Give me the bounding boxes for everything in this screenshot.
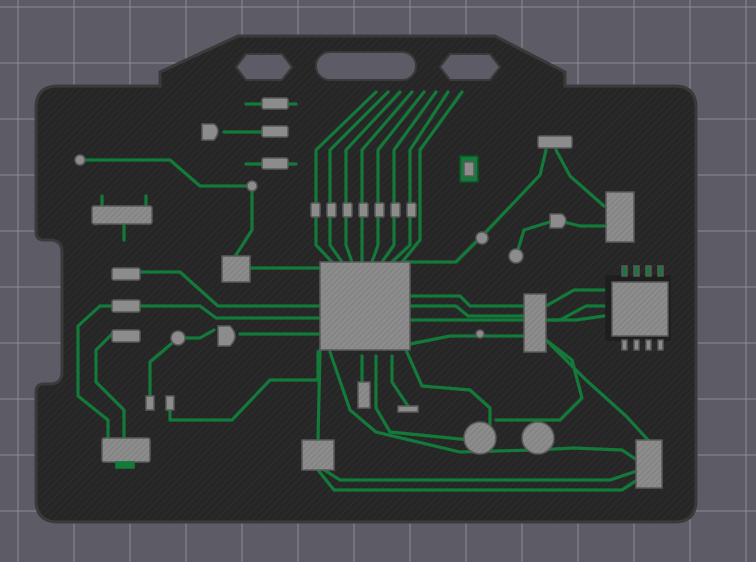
tall-pad-right	[605, 191, 635, 243]
resistor-row	[310, 202, 417, 218]
resistor-pad	[358, 202, 369, 218]
big-pad-2	[521, 421, 555, 455]
via-left-ring	[170, 330, 186, 346]
trace-bottom-6	[328, 350, 642, 464]
resistor-pad	[374, 202, 385, 218]
trace-bottom-5	[316, 348, 322, 442]
trace-left-loop	[76, 304, 128, 448]
bottom-right-pad	[635, 439, 663, 489]
traces-layer	[76, 90, 650, 492]
chip-pin-bottom	[621, 339, 628, 351]
main-ic-chip	[319, 261, 411, 351]
trace-top-right	[554, 148, 606, 208]
resistor-pad	[342, 202, 353, 218]
square-pad-bottom	[301, 439, 335, 471]
top-pad-3	[261, 157, 289, 170]
trace-right-1	[408, 294, 532, 308]
top-right-pad	[537, 135, 573, 149]
resistor-pad	[310, 202, 321, 218]
chip-pin-bottom	[645, 339, 652, 351]
trace-circle	[514, 218, 558, 258]
via-top-left	[74, 154, 86, 166]
trace-right-5	[544, 288, 606, 308]
chip-pin-top	[633, 265, 640, 277]
trace-right-2	[408, 304, 532, 318]
switch-bottom-left-leg	[115, 461, 135, 469]
small-pad-a	[145, 395, 155, 411]
trace-right-long-2	[494, 338, 584, 422]
big-pad-1	[463, 421, 497, 455]
pad-left-1	[111, 267, 141, 281]
diode-right	[549, 213, 567, 229]
pad-left-3	[111, 329, 141, 343]
resistor-pad	[326, 202, 337, 218]
via-right-2	[475, 329, 485, 339]
center-slot	[315, 51, 417, 81]
trace-right-long	[544, 338, 650, 442]
trace-right-6	[544, 314, 606, 322]
trace-bus-3	[344, 90, 402, 264]
pad-left-2	[111, 299, 141, 313]
dash-pad	[397, 405, 419, 413]
chip-pin-top	[621, 265, 628, 277]
secondary-ic-chip	[605, 275, 671, 341]
chip-pin-top	[645, 265, 652, 277]
right-slot	[438, 53, 502, 81]
resistor-pad	[390, 202, 401, 218]
trace-bus-6	[380, 90, 438, 264]
trace-bus-4	[360, 90, 414, 264]
trace-mid-left-3	[124, 304, 322, 320]
diode-top	[201, 123, 219, 141]
trace-bottom-2	[374, 354, 472, 442]
vert-connector	[523, 293, 547, 353]
resistor-pad	[406, 202, 417, 218]
chip-pin-bottom	[633, 339, 640, 351]
switch-bottom-left	[101, 437, 151, 463]
secondary-chip-pins	[621, 265, 664, 351]
trace-right-up	[404, 148, 548, 264]
square-pad-left	[221, 255, 251, 283]
via-mid-left	[246, 180, 258, 192]
trace-bus-7	[390, 90, 450, 264]
trace-bus-5	[370, 90, 426, 264]
trace-bottom-edge	[316, 468, 642, 492]
trace-via-down	[234, 184, 254, 257]
trace-top-left	[78, 158, 254, 188]
small-pad-b	[165, 395, 175, 411]
via-right-1	[475, 231, 489, 245]
trace-bus-1	[314, 90, 378, 264]
diode-left	[217, 325, 236, 347]
trace-bottom-3	[390, 354, 410, 408]
components-layer	[74, 97, 671, 489]
trace-left-loop-3	[148, 336, 180, 406]
chip-pin-top	[657, 265, 664, 277]
small-vert-pad	[357, 381, 371, 409]
top-pad-2	[261, 125, 289, 138]
trace-mid-left-2	[124, 270, 322, 308]
via-right-ring	[508, 248, 524, 264]
trace-bottom-edge-2	[316, 464, 642, 482]
trace-bus-8	[400, 90, 464, 264]
left-slot	[234, 53, 294, 81]
switch-left	[91, 205, 153, 225]
small-pad-center	[463, 161, 475, 177]
trace-bottom-4	[404, 348, 492, 438]
trace-right-4	[408, 334, 532, 346]
top-pad-1	[261, 97, 289, 110]
trace-bus-2	[328, 90, 390, 264]
chip-pin-bottom	[657, 339, 664, 351]
